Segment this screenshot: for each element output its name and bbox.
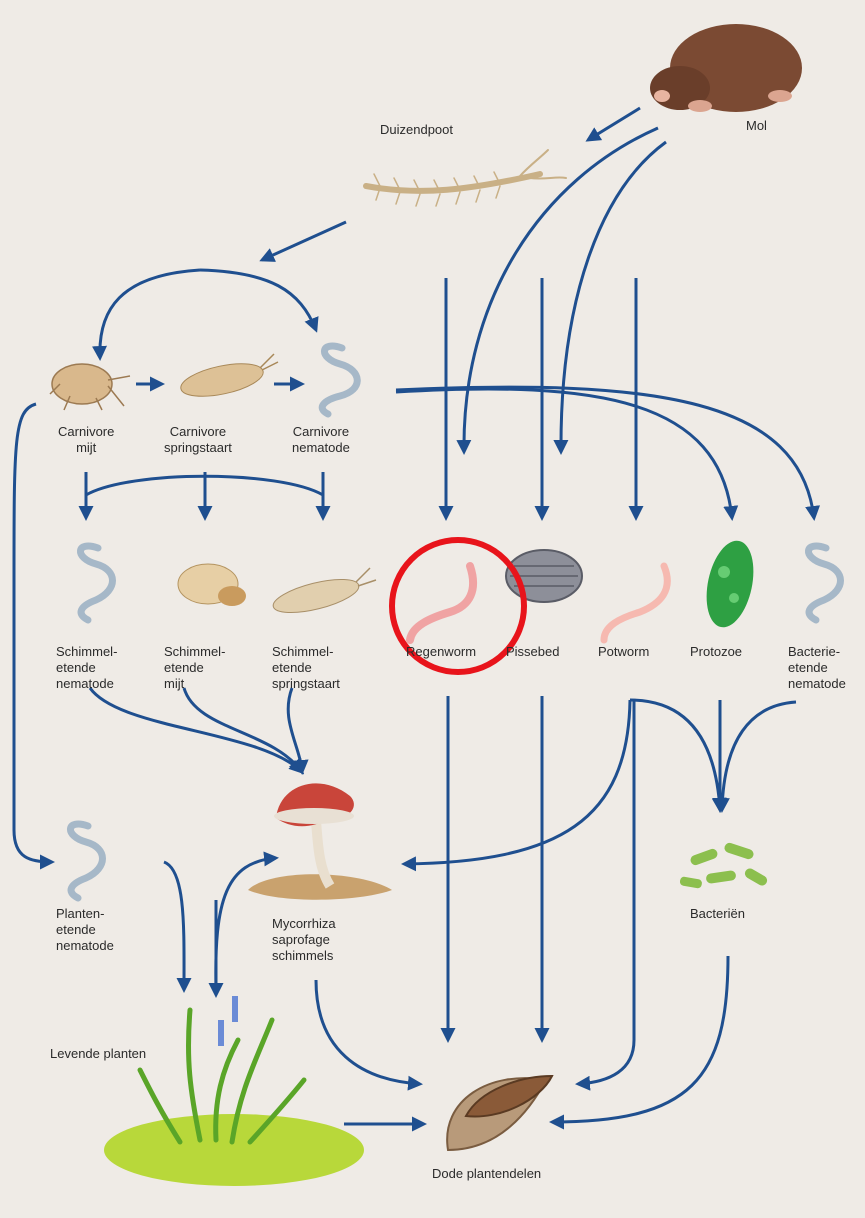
label-levende-planten: Levende planten: [50, 1046, 146, 1062]
label-schimmel-nematode: Schimmel- etende nematode: [56, 644, 117, 692]
label-carnivore-nematode: Carnivore nematode: [292, 424, 350, 456]
label-carnivore-springstaart: Carnivore springstaart: [164, 424, 232, 456]
fungal-feeding-mite-illustration: [178, 564, 246, 606]
arrow-myco-dode: [316, 980, 420, 1084]
earthworm-illustration: [410, 566, 473, 640]
label-carnivore-mijt: Carnivore mijt: [58, 424, 114, 456]
dead-plant-parts-illustration: [447, 1076, 552, 1150]
label-mycorrhiza: Mycorrhiza saprofage schimmels: [272, 916, 336, 964]
label-pissebed: Pissebed: [506, 644, 559, 660]
arrow-potworm-dode: [578, 700, 634, 1084]
label-planten-nematode: Planten- etende nematode: [56, 906, 114, 954]
bacteria-illustration: [679, 842, 769, 889]
arrow-nematode-bacterienematode: [396, 387, 814, 518]
fungal-feeding-nematode-illustration: [80, 546, 112, 620]
arrow-mol-pissebed: [561, 142, 666, 452]
label-duizendpoot: Duizendpoot: [380, 122, 453, 138]
plant-feeding-nematode-illustration: [70, 824, 102, 898]
label-bacterien: Bacteriën: [690, 906, 745, 922]
arrow-bacterien-dode: [552, 956, 728, 1122]
centipede-illustration: [366, 150, 566, 206]
arrow-potworm-myco: [404, 700, 630, 864]
arrow-mol-duizendpoot: [588, 108, 640, 140]
fungal-feeding-springtail-illustration: [270, 568, 376, 619]
label-regenworm: Regenworm: [406, 644, 476, 660]
potworm-illustration: [604, 566, 667, 640]
mole-illustration: [650, 24, 802, 112]
arrow-bactnematode-bacterien: [722, 702, 796, 810]
arrow-schimmelnematode-myco: [90, 688, 302, 772]
protozoa-illustration: [699, 536, 760, 631]
arrow-mijt-plantennematode: [14, 404, 52, 862]
arrow-top-to-mijt: [100, 270, 200, 358]
arrow-duizendpoot-carnivores: [262, 222, 346, 260]
arrow-potworm-bacterien: [630, 700, 720, 810]
label-bacterie-nematode: Bacterie- etende nematode: [788, 644, 846, 692]
label-mol: Mol: [746, 118, 767, 134]
label-dode-plantendelen: Dode plantendelen: [432, 1166, 541, 1182]
label-potworm: Potworm: [598, 644, 649, 660]
arrow-top-to-nematode: [200, 270, 316, 330]
carnivore-nematode-illustration: [322, 346, 357, 414]
arrow-plantennematode-planten: [164, 862, 184, 990]
carnivore-mite-illustration: [50, 364, 130, 410]
label-schimmel-mijt: Schimmel- etende mijt: [164, 644, 225, 692]
mycorrhiza-mushroom-illustration: [248, 783, 392, 899]
carnivore-springtail-illustration: [178, 354, 278, 402]
label-schimmel-springstaart: Schimmel- etende springstaart: [272, 644, 340, 692]
arrow-planten-myco: [216, 858, 276, 990]
bacterial-feeding-nematode-illustration: [808, 546, 840, 620]
label-protozoe: Protozoe: [690, 644, 742, 660]
